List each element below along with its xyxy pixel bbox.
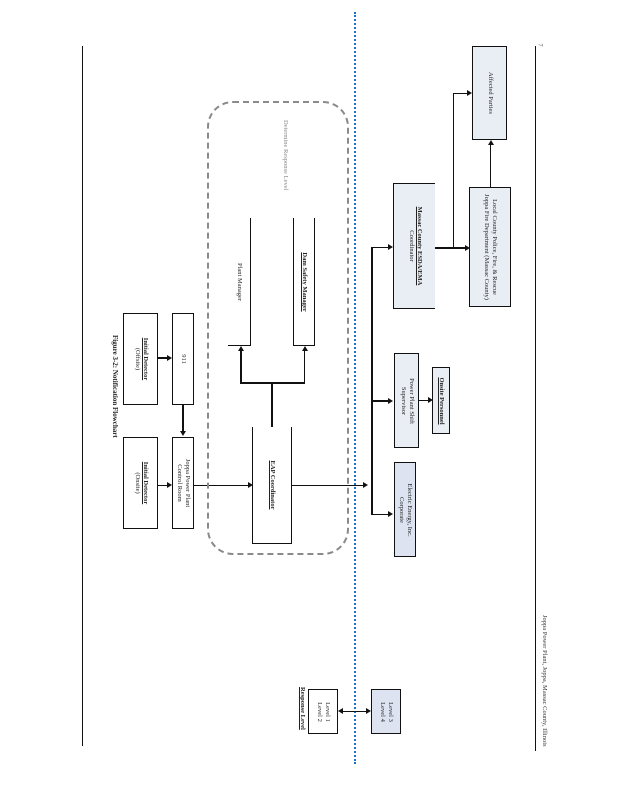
connector: [371, 514, 389, 515]
arrow-head: [180, 431, 186, 436]
onsite-personnel-box: Onsite Personnel: [432, 367, 450, 434]
box-label: Plant Manager: [236, 262, 243, 301]
connector: [453, 93, 454, 248]
region-label: Determine Response Level: [282, 120, 289, 191]
eap-coordinator-box: EAP Coordinator: [252, 427, 292, 544]
arrow-head: [488, 140, 494, 145]
arrow-head: [388, 244, 393, 250]
connector: [373, 400, 389, 402]
local-responders-box: Local County Police, Fire, & Rescue Jopp…: [469, 187, 511, 307]
box-title: Massac County ESDA/EMA: [415, 206, 423, 286]
legend-line2: Level 2: [316, 701, 323, 722]
connector: [240, 382, 305, 384]
connector: [435, 247, 466, 249]
arrow-head: [388, 398, 393, 404]
box-subtitle: (Offsite): [133, 347, 141, 371]
power-plant-shift-supervisor-box: Power Plant Shift Supervisor: [394, 353, 419, 448]
box-subtitle: (Onsite): [133, 472, 141, 494]
box-line1: Joppa Power Plant: [184, 458, 191, 508]
arrow-head: [467, 90, 472, 96]
arrow-head: [167, 355, 172, 361]
arrow-head: [338, 708, 343, 714]
determine-response-level-region: [207, 101, 349, 555]
box-label: Dam Safety Manager: [301, 251, 308, 312]
dam-safety-manager-box: Dam Safety Manager: [293, 218, 315, 346]
connector: [304, 350, 305, 383]
control-room-box: Joppa Power Plant Control Room: [172, 437, 194, 529]
right-page-border: [535, 46, 537, 751]
arrow-head: [248, 482, 253, 488]
arrow-head: [363, 482, 368, 488]
box-line1: Power Plant Shift: [407, 377, 415, 424]
connector: [158, 485, 168, 486]
connector: [240, 350, 242, 383]
arrow-head: [428, 397, 433, 403]
box-line1: Local County Police, Fire, & Rescue: [491, 199, 498, 295]
connector: [371, 247, 389, 248]
arrow-head: [388, 511, 393, 517]
trunk-line: [371, 247, 373, 515]
box-label: EAP Coordinator: [269, 460, 276, 510]
initial-detector-offsite-box: Initial Detector (Offsite): [123, 313, 158, 405]
initial-detector-onsite-box: Initial Detector (Onsite): [123, 437, 158, 529]
box-label: 911: [180, 354, 187, 364]
box-line2: Control Room: [176, 464, 183, 502]
box-line2: Supervisor: [399, 386, 407, 415]
arrow-head: [238, 346, 244, 351]
connector: [194, 485, 248, 486]
plant-manager-box: Plant Manager: [228, 218, 251, 346]
box-line1: Electric Energy, Inc.: [406, 482, 413, 537]
box-line2: Joppa Fire Department (Massac County): [483, 194, 490, 300]
page-number: 7: [536, 43, 543, 47]
electric-energy-corporate-box: Electric Energy, Inc. Corporate: [394, 462, 416, 557]
arrow-head: [465, 245, 470, 251]
legend-line1: Level 3: [387, 701, 394, 722]
footer-text: Joppa Power Plant, Joppa, Massac County,…: [541, 615, 548, 747]
connector: [292, 485, 364, 486]
connector: [182, 405, 184, 433]
affected-parties-box: Affected Parties: [472, 46, 507, 140]
legend-line2: Level 4: [379, 701, 386, 722]
box-subtitle: Coordinator: [407, 230, 415, 262]
arrow-head: [167, 482, 172, 488]
arrow-head: [366, 708, 371, 714]
nine-one-one-box: 911: [172, 313, 194, 405]
connector: [453, 93, 468, 94]
response-level-separator: [354, 12, 356, 764]
figure-title: Figure 3-2: Notification Flowchart: [111, 335, 119, 438]
massac-county-esda-ema-box: Massac County ESDA/EMA Coordinator: [393, 183, 435, 309]
connector: [158, 357, 170, 359]
box-title: Initial Detector: [141, 337, 149, 381]
box-label: Onsite Personnel: [438, 376, 445, 425]
legend-box-levels-3-4: Level 3 Level 4: [371, 689, 401, 734]
legend-box-levels-1-2: Level 1 Level 2: [308, 689, 338, 734]
connector: [419, 400, 429, 401]
connector: [490, 142, 491, 187]
arrow-head: [302, 346, 308, 351]
connector: [271, 383, 273, 428]
legend-title: Response Level: [299, 687, 306, 730]
box-title: Initial Detector: [141, 461, 149, 505]
box-line2: Corporate: [398, 496, 405, 523]
legend-connector: [342, 711, 366, 712]
left-page-border: [82, 46, 84, 746]
box-label: Affected Parties: [486, 72, 494, 114]
legend-line1: Level 1: [324, 701, 331, 722]
